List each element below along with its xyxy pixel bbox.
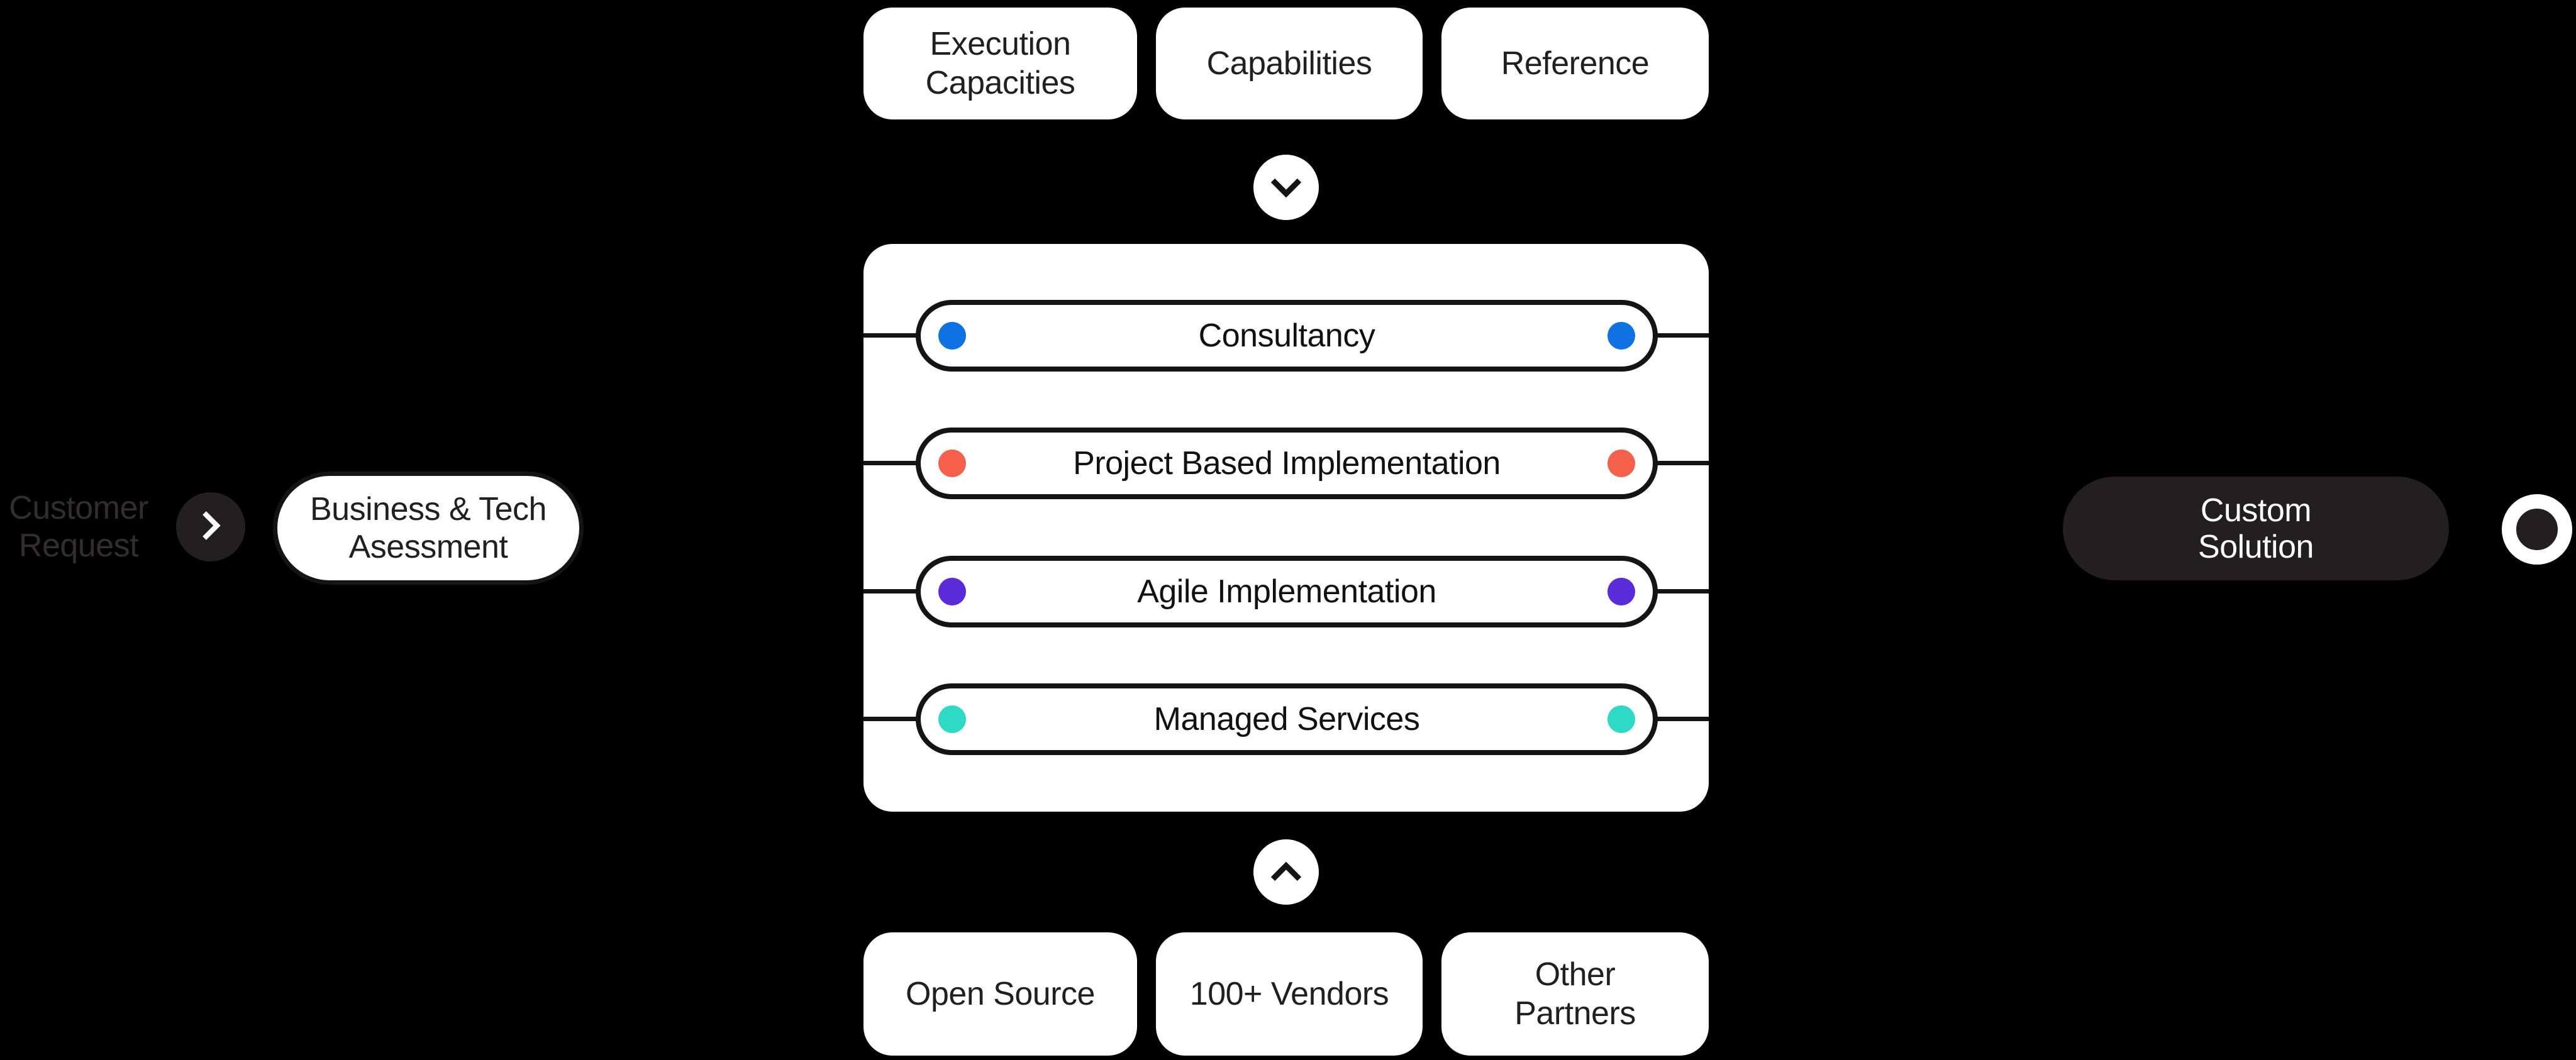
- custom-solution-pill: Custom Solution: [2063, 477, 2449, 580]
- pill-label: Custom Solution: [2198, 492, 2314, 565]
- service-row-consultancy: Consultancy: [863, 300, 1709, 372]
- service-row-project-based: Project Based Implementation: [863, 428, 1709, 500]
- pill-100-vendors: 100+ Vendors: [1156, 932, 1423, 1056]
- service-label: Agile Implementation: [1137, 573, 1436, 610]
- service-pill: Project Based Implementation: [916, 428, 1658, 500]
- service-pill: Consultancy: [916, 300, 1658, 372]
- service-dot-right: [1607, 322, 1635, 350]
- service-pill: Agile Implementation: [916, 555, 1658, 627]
- service-label: Managed Services: [1153, 700, 1420, 737]
- service-dot-left: [938, 577, 966, 605]
- pill-open-source: Open Source: [863, 932, 1137, 1056]
- service-dot-right: [1607, 450, 1635, 478]
- collapse-bottom-button[interactable]: [1253, 839, 1319, 905]
- flow-arrow-button: [176, 492, 245, 561]
- pill-other-partners: Other Partners: [1441, 932, 1709, 1056]
- top-pill-row: Execution Capacities Capabilities Refere…: [863, 8, 1709, 119]
- service-dot-right: [1607, 705, 1635, 733]
- pill-label: Capabilities: [1206, 45, 1372, 82]
- business-tech-assessment-pill: Business & Tech Asessment: [273, 472, 584, 585]
- chevron-down-icon: [1268, 177, 1304, 198]
- service-label: Project Based Implementation: [1073, 445, 1501, 482]
- service-dot-right: [1607, 577, 1635, 605]
- chevron-up-icon: [1268, 861, 1304, 883]
- pill-label: Business & Tech Asessment: [310, 491, 547, 565]
- service-dot-left: [938, 450, 966, 478]
- pill-label: Reference: [1501, 45, 1650, 82]
- service-dot-left: [938, 705, 966, 733]
- service-label: Consultancy: [1198, 317, 1375, 354]
- customer-request-label: Customer Request: [9, 490, 148, 564]
- service-row-agile: Agile Implementation: [863, 555, 1709, 627]
- collapse-top-button[interactable]: [1253, 155, 1319, 220]
- pill-label: Other Partners: [1514, 956, 1636, 1032]
- services-panel: Consultancy Project Based Implementation…: [863, 244, 1709, 812]
- flow-end-node: [2502, 494, 2572, 565]
- pill-label: Execution Capacities: [925, 26, 1075, 101]
- pill-capabilities: Capabilities: [1156, 8, 1423, 119]
- pill-label: 100+ Vendors: [1189, 976, 1389, 1012]
- service-pill: Managed Services: [916, 683, 1658, 755]
- service-row-managed-services: Managed Services: [863, 683, 1709, 755]
- pill-label: Open Source: [906, 976, 1095, 1012]
- bottom-pill-row: Open Source 100+ Vendors Other Partners: [863, 932, 1709, 1056]
- service-dot-left: [938, 322, 966, 350]
- chevron-right-icon: [200, 507, 221, 547]
- pill-reference: Reference: [1441, 8, 1709, 119]
- pill-execution-capacities: Execution Capacities: [863, 8, 1137, 119]
